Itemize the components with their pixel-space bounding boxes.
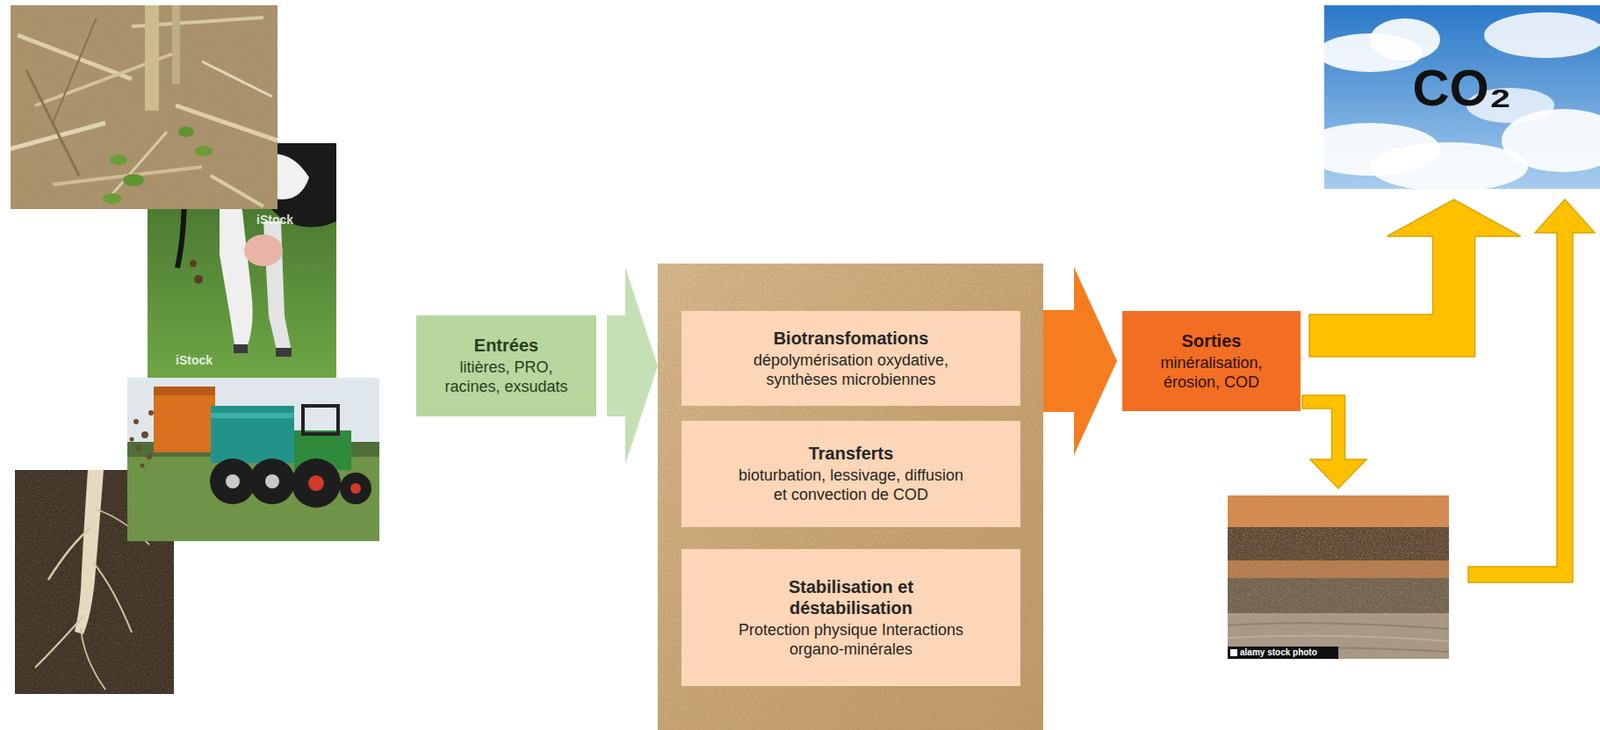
box-heading: CO₂ bbox=[1412, 57, 1513, 119]
crop-residue-photo-part bbox=[122, 173, 145, 187]
crop-residue-photo-part bbox=[144, 5, 159, 111]
crop-residue-photo-part bbox=[102, 193, 123, 204]
soil-profile-photo-part bbox=[1227, 495, 1449, 659]
box-heading: Stabilisation et déstabilisation bbox=[771, 576, 930, 619]
spreader-photo-part bbox=[153, 386, 216, 396]
root-photo-part bbox=[48, 526, 92, 580]
soil-profile-photo-part bbox=[1227, 646, 1339, 659]
soil-panel-texture-part bbox=[657, 263, 1044, 730]
spreader-photo-part bbox=[148, 410, 154, 416]
soil-panel-texture-part bbox=[657, 263, 1044, 730]
watermark: alamy stock photo bbox=[1239, 647, 1318, 658]
cow-photo-part bbox=[244, 234, 283, 267]
crop-residue-photo-part bbox=[210, 175, 264, 207]
cow-photo-part bbox=[275, 347, 292, 357]
spreader-photo-part bbox=[140, 463, 145, 469]
process-box: Biotransfomationsdépolymérisation oxydat… bbox=[681, 310, 1021, 406]
cow-photo-part bbox=[194, 274, 203, 284]
box-heading: Sorties bbox=[1181, 330, 1242, 352]
co2-sky: CO₂ bbox=[1324, 5, 1600, 189]
sky-photo-part bbox=[1484, 12, 1600, 58]
cow-photo-part bbox=[219, 187, 253, 351]
box-body: bioturbation, lessivage, diffusion et co… bbox=[730, 466, 973, 505]
root-photo-part bbox=[93, 562, 132, 633]
soil-profile-photo-part bbox=[1230, 648, 1238, 656]
box-heading: Entrées bbox=[474, 334, 539, 356]
crop-residue-photo-part bbox=[172, 5, 181, 85]
soil-panel: Biotransfomationsdépolymérisation oxydat… bbox=[657, 263, 1044, 730]
box-body: minéralisation, érosion, COD bbox=[1141, 353, 1283, 392]
output-box: Sortiesminéralisation, érosion, COD bbox=[1122, 310, 1301, 411]
crop-residue-photo-part bbox=[105, 131, 167, 202]
soil-profile bbox=[1227, 495, 1449, 659]
spreader-photo-part bbox=[129, 437, 135, 442]
spreader-photo-part bbox=[249, 458, 296, 505]
cow-photo-part bbox=[233, 344, 248, 354]
crop-residue-photo-part bbox=[175, 105, 278, 141]
spreader-photo-part bbox=[339, 472, 372, 505]
crop-residue-photo-part bbox=[109, 154, 128, 166]
root-photo-part bbox=[35, 614, 85, 668]
spreader-photo-part bbox=[146, 454, 152, 460]
spreader-photo-part bbox=[136, 445, 142, 451]
spreader-photo-part bbox=[225, 474, 240, 489]
flow-arrow bbox=[1309, 199, 1521, 357]
flow-arrow bbox=[1468, 199, 1595, 583]
root-photo-part bbox=[80, 627, 106, 690]
watermark: iStock bbox=[256, 212, 294, 228]
spreader-photo bbox=[127, 377, 380, 541]
spreader-photo-part bbox=[210, 412, 295, 419]
cow-photo-part bbox=[189, 259, 197, 267]
process-box: Transfertsbioturbation, lessivage, diffu… bbox=[681, 420, 1021, 527]
crop-residue-photo-part bbox=[194, 145, 213, 157]
spreader-photo-part bbox=[133, 418, 139, 425]
crop-residue-photo-part bbox=[178, 126, 195, 137]
crop-residue-photo-part bbox=[201, 61, 273, 97]
flow-arrow bbox=[1302, 395, 1367, 489]
process-box: Stabilisation et déstabilisationProtecti… bbox=[681, 548, 1021, 686]
crop-residue-photo-part bbox=[10, 5, 278, 210]
soil-panel-texture bbox=[657, 263, 1044, 730]
watermark: iStock bbox=[175, 353, 213, 368]
spreader-photo-part bbox=[141, 431, 149, 439]
flow-arrow bbox=[1043, 266, 1118, 455]
box-body: litières, PRO, racines, exsudats bbox=[432, 358, 582, 397]
sky-photo-part bbox=[1369, 18, 1441, 61]
spreader-photo-part bbox=[210, 405, 295, 463]
root-photo-part bbox=[74, 469, 104, 635]
box-body: dépolymérisation oxydative, synthèses mi… bbox=[732, 351, 970, 390]
soil-profile-photo bbox=[1227, 495, 1449, 659]
box-heading: Transferts bbox=[808, 442, 894, 464]
crop-residue-photo bbox=[10, 5, 278, 210]
box-body: Protection physique Interactions organo-… bbox=[735, 620, 966, 659]
crop-residue-photo-part bbox=[10, 5, 278, 210]
spreader-photo-part bbox=[350, 482, 361, 494]
input-box: Entréeslitières, PRO, racines, exsudats bbox=[416, 315, 597, 417]
box-heading: Biotransfomations bbox=[773, 327, 930, 349]
sky-photo bbox=[1324, 5, 1600, 189]
spreader-photo-part bbox=[265, 474, 280, 489]
spreader-photo-part bbox=[291, 458, 341, 508]
spreader-photo-part bbox=[308, 475, 325, 491]
spreader-photo-part bbox=[153, 386, 216, 453]
spreader-photo-part bbox=[302, 405, 339, 434]
flow-arrow bbox=[606, 267, 658, 465]
crop-residue-photo-part bbox=[52, 17, 97, 123]
spreader-photo-part bbox=[209, 458, 256, 505]
